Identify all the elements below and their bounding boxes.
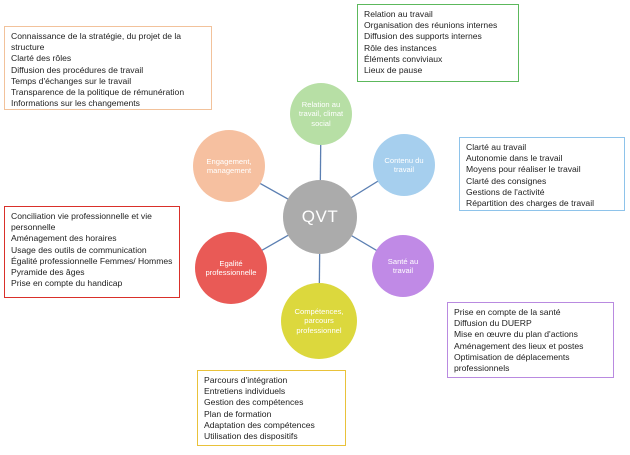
spoke-circle-competences [281,283,357,359]
engagement-details-box: Connaissance de la stratégie, du projet … [4,26,212,110]
center-label-qvt: QVT [301,207,339,226]
list-item: Mise en œuvre du plan d'actions [454,329,578,340]
egalite-items: Conciliation vie professionnelle et vie … [11,211,173,289]
list-item: Aménagement des lieux et postes [454,340,584,351]
list-item: Relation au travail [364,9,433,19]
list-item: Entretiens individuels [204,386,286,397]
spoke-circle-egalite [195,232,267,304]
competences-items: Parcours d'intégration Entretiens indivi… [204,375,339,442]
list-item: Optimisation de déplacements professionn… [454,351,570,374]
sante-items: Prise en compte de la santé Diffusion du… [454,307,607,374]
spoke-circle-sante [372,235,434,297]
spoke-label-sante: Santé au travail [387,256,419,275]
competences-details-box: Parcours d'intégration Entretiens indivi… [197,370,346,446]
list-item: Connaissance de la stratégie, du projet … [11,31,182,53]
spoke-circle-engagement [193,130,265,202]
list-item: Gestion des compétences [204,397,304,408]
spoke-label-competences: Compétences, parcours professionnel [294,306,344,335]
list-item: Autonomie dans le travail [466,153,563,164]
spoke-label-engagement: Engagement, management [206,156,252,175]
list-item: Répartition des charges de travail [466,198,595,209]
relation-details-box: Relation au travail Organisation des réu… [357,4,519,82]
list-item: Gestions de l'activité [466,186,545,197]
list-item: Prise en compte du handicap [11,278,123,289]
list-item: Conciliation vie professionnelle et vie … [11,211,152,233]
list-item: Lieux de pause [364,65,423,76]
list-item: Adaptation des compétences [204,419,315,430]
list-item: Aménagement des horaires [11,233,117,244]
egalite-details-box: Conciliation vie professionnelle et vie … [4,206,180,298]
list-item: Transparence de la politique de rémunéra… [11,87,185,98]
list-item: Rôle des instances [364,42,437,53]
list-item: Parcours d'intégration [204,375,288,385]
spoke-label-egalite: Egalité professionnelle [205,258,257,277]
list-item: Informations sur les changements [11,98,140,109]
list-item: Égalité professionnelle Femmes/ Hommes [11,255,173,266]
sante-details-box: Prise en compte de la santé Diffusion du… [447,302,614,378]
list-item: Éléments conviviaux [364,53,443,64]
list-item: Plan de formation [204,408,272,419]
list-item: Moyens pour réaliser le travail [466,164,581,175]
list-item: Diffusion du DUERP [454,318,532,329]
list-item: Usage des outils de communication [11,244,147,255]
spoke-label-relation: Relation au travail, climat social [298,99,344,128]
relation-items: Relation au travail Organisation des réu… [364,9,512,76]
list-item: Diffusion des procédures de travail [11,64,144,75]
list-item: Prise en compte de la santé [454,307,561,317]
spoke-label-contenu: Contenu du travail [384,155,424,174]
spoke-circle-contenu [373,134,435,196]
list-item: Diffusion des supports internes [364,31,482,42]
center-circle [283,180,357,254]
spoke-circle-relation [290,83,352,145]
list-item: Pyramide des âges [11,267,85,278]
contenu-details-box: Clarté au travail Autonomie dans le trav… [459,137,625,211]
circles [193,83,435,359]
list-item: Clarté des consignes [466,175,547,186]
list-item: Temps d'échanges sur le travail [11,75,132,86]
contenu-items: Clarté au travail Autonomie dans le trav… [466,142,618,209]
list-item: Utilisation des dispositifs [204,431,298,442]
engagement-items: Connaissance de la stratégie, du projet … [11,31,205,109]
list-item: Organisation des réunions internes [364,20,498,31]
list-item: Clarté des rôles [11,53,72,64]
list-item: Clarté au travail [466,142,527,152]
